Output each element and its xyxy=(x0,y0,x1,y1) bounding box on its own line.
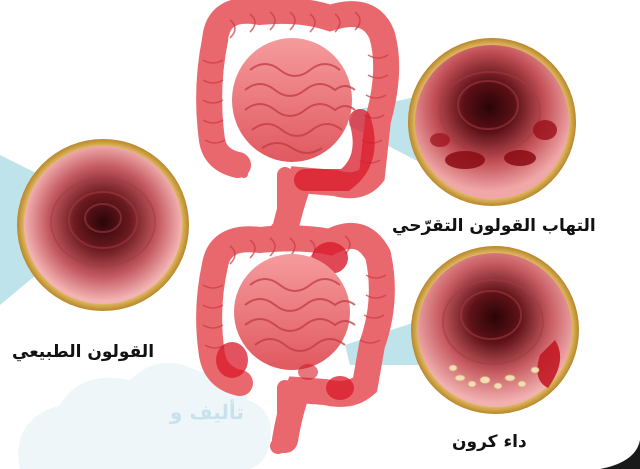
label-crohns-disease: داء كرون xyxy=(452,432,527,452)
frame-corner xyxy=(600,440,640,469)
crohns-lumen xyxy=(411,246,579,414)
colon-upper-illustration xyxy=(203,11,388,230)
label-normal-colon: القولون الطبيعي xyxy=(12,342,154,362)
ulcerative-colitis-lumen xyxy=(408,38,576,206)
watermark-text: تأليف و xyxy=(170,400,244,424)
normal-colon-lumen xyxy=(17,139,189,311)
label-ulcerative-colitis: التهاب القولون التقرّحي xyxy=(392,216,596,236)
